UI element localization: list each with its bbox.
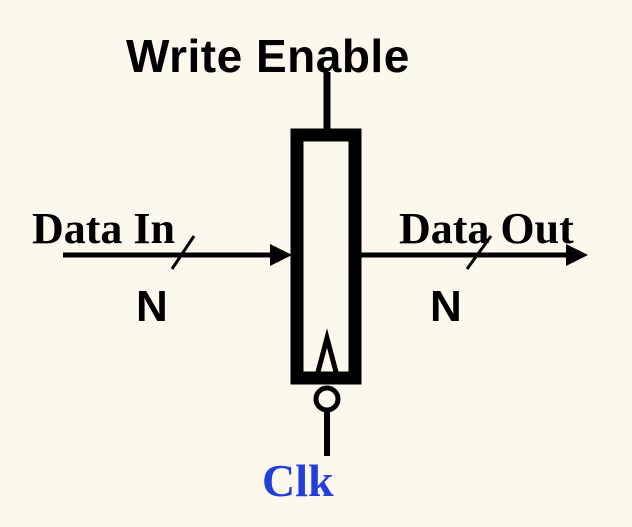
data-out-label: Data Out xyxy=(399,204,574,253)
clock-inversion-bubble xyxy=(313,385,341,413)
data-in-bus-slash xyxy=(170,235,196,270)
write-enable-label: Write Enable xyxy=(126,30,410,82)
data-out-bus-width-label: N xyxy=(430,282,462,331)
data-in-label: Data In xyxy=(32,204,176,253)
register-box xyxy=(290,128,362,385)
data-out-arrowhead xyxy=(566,244,588,266)
clock-label: Clk xyxy=(262,455,334,506)
data-out-bus-slash xyxy=(465,235,493,270)
clock-edge-triangle xyxy=(315,328,339,373)
data-in-arrowhead xyxy=(270,244,292,266)
data-in-bus-width-label: N xyxy=(136,282,168,331)
